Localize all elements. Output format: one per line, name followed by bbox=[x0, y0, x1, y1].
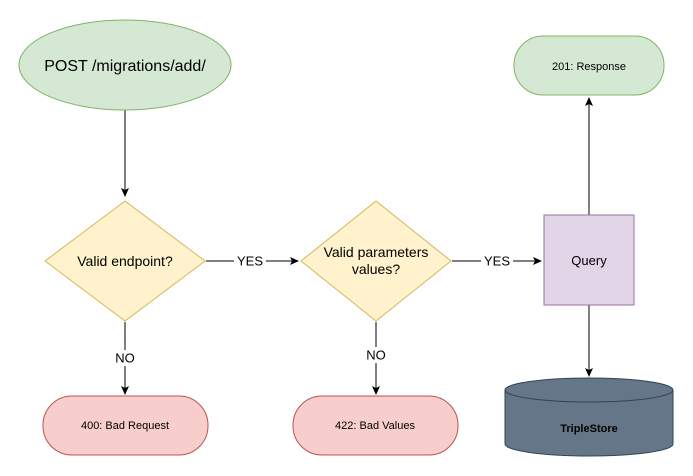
terminal-response bbox=[513, 35, 665, 96]
decision-valid-endpoint bbox=[44, 200, 206, 322]
process-query bbox=[543, 214, 635, 306]
edge-label-no-1: NO bbox=[115, 351, 135, 366]
decision-valid-parameters bbox=[300, 200, 452, 322]
edge-label-no-2: NO bbox=[366, 348, 386, 363]
start-node-label: POST /migrations/add/ bbox=[44, 58, 206, 75]
decision-valid-endpoint-label: Valid endpoint? bbox=[77, 253, 173, 269]
edge-label-yes-2: YES bbox=[484, 254, 510, 269]
terminal-response-label: 201: Response bbox=[552, 61, 626, 73]
terminal-bad-values bbox=[292, 395, 459, 456]
process-query-label: Query bbox=[571, 253, 607, 268]
database-triplestore-label: TripleStore bbox=[560, 423, 617, 435]
terminal-bad-request bbox=[42, 395, 209, 456]
edge-label-yes-1: YES bbox=[237, 254, 263, 269]
decision-valid-parameters-label-line1: Valid parameters bbox=[324, 244, 429, 260]
terminal-bad-request-label: 400: Bad Request bbox=[81, 420, 169, 432]
database-triplestore bbox=[504, 377, 674, 457]
start-node bbox=[18, 19, 232, 111]
decision-valid-parameters-label-line2: values? bbox=[352, 261, 400, 277]
terminal-bad-values-label: 422: Bad Values bbox=[335, 420, 415, 432]
